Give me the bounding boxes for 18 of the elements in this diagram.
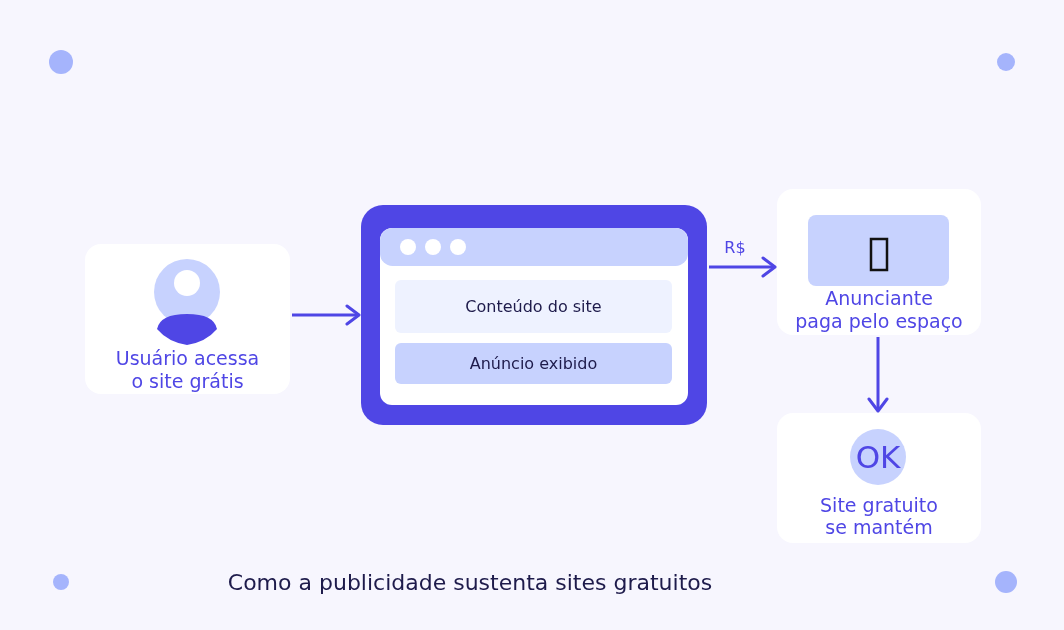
- user-card: [85, 244, 290, 394]
- edge-label: R$: [722, 238, 748, 258]
- ok-circle: [850, 429, 906, 485]
- node-label: Site gratuito se mantém: [820, 494, 938, 538]
- ad-panel: [395, 343, 672, 384]
- node-label: Conteúdo do site: [465, 296, 602, 317]
- node-label: Anunciante paga pelo espaço: [795, 287, 963, 333]
- diagram-title: Como a publicidade sustenta sites gratuitos: [227, 569, 713, 597]
- node-label: OK: [855, 439, 901, 475]
- browser-toolbar: [380, 228, 688, 266]
- node-label: Usuário acessa o site grátis: [115, 347, 260, 393]
- arrow: [292, 304, 361, 326]
- arrow: [709, 256, 777, 278]
- result-card: [777, 413, 981, 543]
- browser-window: [361, 205, 707, 425]
- node-label: Anúncio exibido: [469, 353, 598, 374]
- advertiser-card: [777, 189, 981, 335]
- arrow: [867, 337, 889, 413]
